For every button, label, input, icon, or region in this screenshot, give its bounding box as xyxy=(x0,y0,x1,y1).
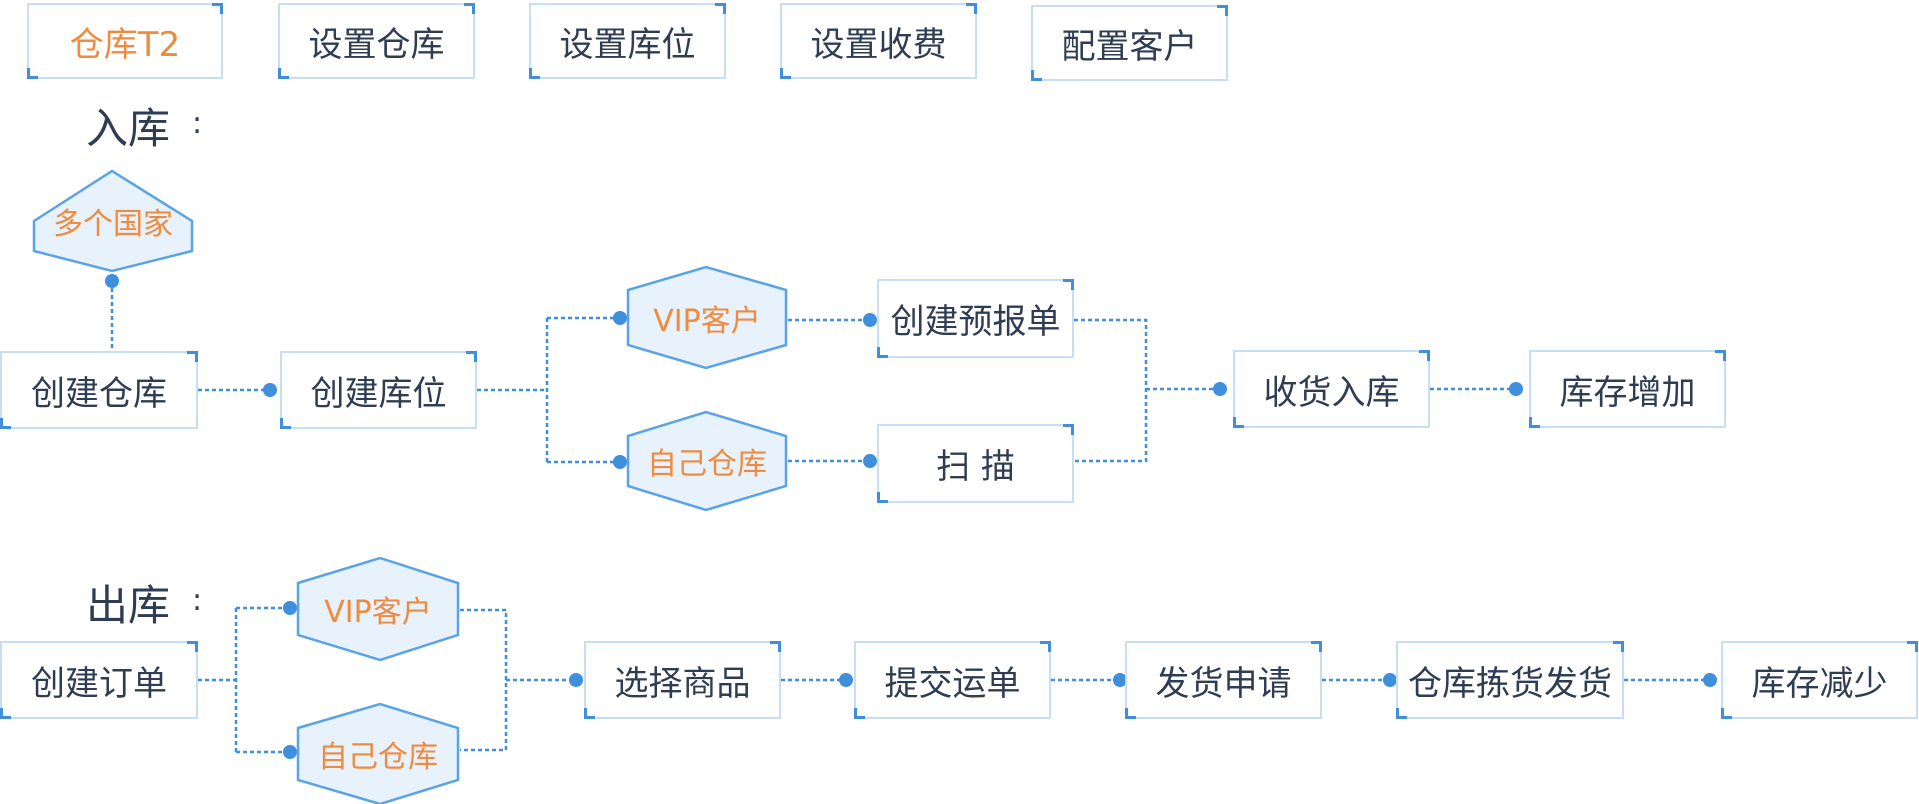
node-create-location: 创建库位 xyxy=(280,351,477,429)
hexagon-multi-country xyxy=(32,169,194,273)
node-receive-inbound: 收货入库 xyxy=(1233,350,1430,428)
tab-configure-customer[interactable]: 配置客户 xyxy=(1031,5,1228,81)
connector-inbound-merge xyxy=(1074,318,1148,463)
node-scan: 扫 描 xyxy=(877,424,1074,503)
node-pick-and-ship: 仓库拣货发货 xyxy=(1396,641,1624,719)
node-select-goods: 选择商品 xyxy=(584,641,781,719)
outbound-section-title: 出库 xyxy=(86,581,171,630)
connector-dot xyxy=(613,311,627,325)
node-stock-increase: 库存增加 xyxy=(1529,350,1726,428)
tab-set-warehouse[interactable]: 设置仓库 xyxy=(278,3,475,79)
connector-dot xyxy=(1383,673,1397,687)
node-create-warehouse: 创建仓库 xyxy=(0,351,198,429)
connector-dot xyxy=(863,454,877,468)
connector-dot xyxy=(569,673,583,687)
hex-label-own-outbound: 自己仓库 xyxy=(318,740,438,775)
tab-set-location[interactable]: 设置库位 xyxy=(529,3,726,79)
hexagon-vip-outbound xyxy=(296,556,460,662)
node-create-order: 创建订单 xyxy=(0,641,198,719)
connector-dot xyxy=(1213,382,1227,396)
connector-dot xyxy=(283,745,297,759)
tab-warehouse-t2[interactable]: 仓库T2 xyxy=(27,3,223,79)
inbound-section-title: 入库 xyxy=(86,104,171,153)
node-ship-request: 发货申请 xyxy=(1125,641,1322,719)
outbound-title-colon: : xyxy=(192,583,203,618)
connector-dot xyxy=(105,274,119,288)
hexagon-own-outbound xyxy=(296,702,460,804)
hexagon-vip-inbound xyxy=(626,265,788,370)
connector-dot xyxy=(613,455,627,469)
connector-dot xyxy=(1113,673,1127,687)
node-submit-waybill: 提交运单 xyxy=(854,641,1051,719)
hex-label-own-inbound: 自己仓库 xyxy=(647,447,767,482)
node-create-asn: 创建预报单 xyxy=(877,279,1074,358)
connector-outbound-merge xyxy=(460,608,508,752)
hexagon-own-inbound xyxy=(626,410,788,512)
connector-dot xyxy=(1509,382,1523,396)
connector-dot xyxy=(863,313,877,327)
tab-set-fees[interactable]: 设置收费 xyxy=(780,3,977,79)
connector-dot xyxy=(263,383,277,397)
node-stock-decrease: 库存减少 xyxy=(1721,641,1918,719)
connector-dot xyxy=(283,601,297,615)
hex-label-vip-inbound: VIP客户 xyxy=(653,303,761,339)
inbound-title-colon: : xyxy=(192,106,203,141)
hex-label-vip-outbound: VIP客户 xyxy=(324,595,432,630)
hex-label-multi-country: 多个国家 xyxy=(53,207,173,242)
connector-dot xyxy=(839,673,853,687)
connector-dot xyxy=(1703,673,1717,687)
